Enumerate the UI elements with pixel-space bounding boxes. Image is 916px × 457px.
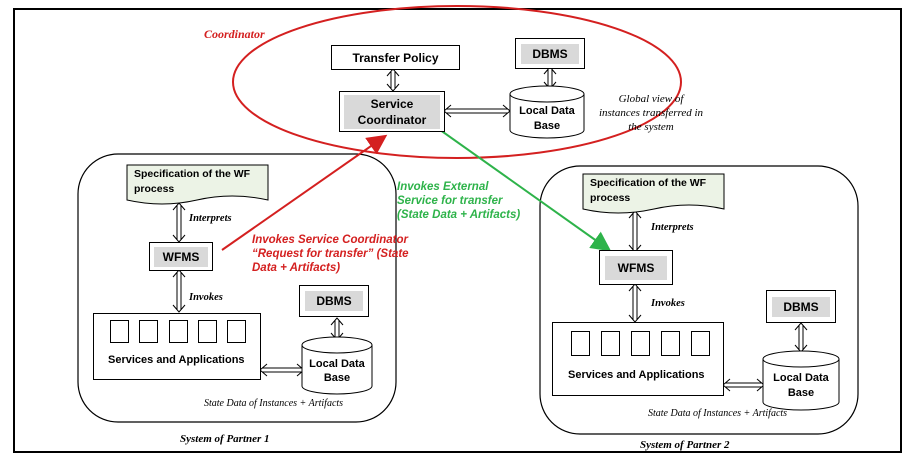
partner1-local-db: Local Data Base [302, 356, 372, 386]
service-coordinator-label-1: Service [370, 96, 414, 111]
global-view-line-2: instances transferred in [598, 107, 704, 119]
partner2-local-db: Local Data Base [763, 370, 839, 402]
partner2-spec-shape [582, 173, 725, 214]
partner2-spec-line-1: Specification of the WF [590, 177, 707, 189]
partner1-wfms-label: WFMS [162, 249, 200, 264]
partner1-app-slot [110, 320, 129, 343]
partner1-local-db-label-1: Local Data [309, 358, 365, 370]
partner2-app-slot [571, 331, 590, 356]
red-invoke-arrow [221, 134, 388, 251]
green-arrow-label: Invokes External Service for transfer (S… [397, 180, 520, 222]
coordinator-title: Coordinator [204, 27, 265, 41]
partner2-app-slot [601, 331, 620, 356]
partner1-spec-line-1: Specification of the WF [134, 168, 251, 180]
coordinator-local-db-label-2: Base [533, 120, 561, 132]
partner1-spec-line-2: process [134, 183, 175, 195]
partner2-dbms-box: DBMS [766, 290, 836, 323]
partner1-app-slot [198, 320, 217, 343]
green-arrow-label-1: Invokes External [397, 181, 489, 193]
green-arrow-label-2: Service for transfer [397, 195, 503, 207]
partner2-spec-line-2: process [590, 192, 631, 204]
transfer-policy-label: Transfer Policy [352, 50, 439, 65]
green-invoke-arrow [435, 126, 612, 252]
partner2-app-slot [661, 331, 680, 356]
partner2-services-label: Services and Applications [568, 369, 705, 381]
partner2-wfms-label: WFMS [617, 260, 655, 275]
partner1-wfms-box: WFMS [149, 242, 213, 271]
coordinator-local-db: Local Data Base [510, 102, 584, 136]
partner1-app-slot [227, 320, 246, 343]
partner1-dbms-box: DBMS [299, 285, 369, 317]
partner1-interprets-label: Interprets [189, 213, 232, 224]
partner2-panel [539, 165, 859, 435]
partner1-dbms-label: DBMS [316, 294, 352, 308]
red-arrow-label-2: “Request for transfer” (State [252, 248, 409, 260]
partner1-invokes-label: Invokes [189, 292, 223, 303]
partner2-caption: System of Partner 2 [640, 439, 730, 451]
partner1-caption: System of Partner 1 [180, 433, 270, 445]
partner1-app-slot [139, 320, 158, 343]
partner2-dbms-label: DBMS [783, 299, 819, 314]
red-arrow-label-3: Data + Artifacts) [252, 262, 341, 274]
partner2-invokes-label: Invokes [651, 298, 685, 309]
partner1-services-label: Services and Applications [108, 354, 245, 366]
partner1-services-box: Services and Applications [93, 313, 261, 380]
partner2-wfms-box: WFMS [599, 250, 673, 285]
partner2-app-slot [691, 331, 710, 356]
partner1-spec-shape [126, 164, 269, 205]
coordinator-dbms-label: DBMS [532, 46, 568, 61]
partner2-local-db-label-1: Local Data [773, 372, 829, 384]
partner2-interprets-label: Interprets [651, 222, 694, 233]
coordinator-local-db-label-1: Local Data [519, 105, 575, 117]
red-arrow-label: Invokes Service Coordinator “Request for… [252, 233, 409, 275]
global-view-note: Global view of instances transferred in … [592, 92, 710, 134]
partner2-state-data: State Data of Instances + Artifacts [648, 408, 788, 419]
service-coordinator-label-2: Coordinator [357, 112, 427, 127]
partner2-local-db-label-2: Base [787, 387, 815, 399]
global-view-line-1: Global view of [618, 93, 684, 105]
service-coordinator-box: Service Coordinator [339, 91, 445, 132]
coordinator-dbms-box: DBMS [515, 38, 585, 69]
partner2-spec-text: Specification of the WF process [590, 176, 706, 206]
partner1-state-data: State Data of Instances + Artifacts [204, 398, 344, 409]
partner1-spec-text: Specification of the WF process [134, 167, 250, 197]
partner2-services-box: Services and Applications [552, 322, 724, 396]
partner1-local-db-label-2: Base [323, 372, 351, 384]
partner1-app-slot [169, 320, 188, 343]
transfer-policy-box: Transfer Policy [331, 45, 460, 70]
coordinator-ellipse [232, 5, 682, 159]
partner2-app-slot [631, 331, 650, 356]
green-arrow-label-3: (State Data + Artifacts) [397, 209, 521, 221]
global-view-line-3: the system [628, 121, 674, 133]
partner1-panel [77, 153, 397, 423]
red-arrow-label-1: Invokes Service Coordinator [252, 234, 408, 246]
